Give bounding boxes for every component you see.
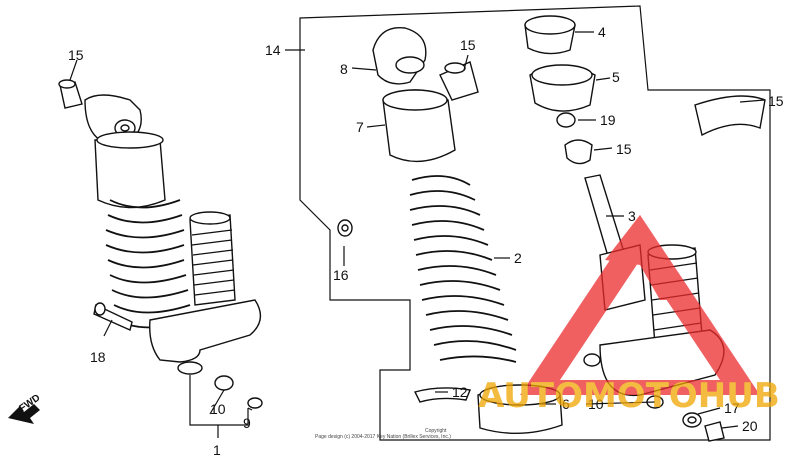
callout-17: 17 xyxy=(724,400,740,416)
leader-lines xyxy=(69,31,766,438)
callout-4: 4 xyxy=(598,24,606,40)
callout-15-center: 15 xyxy=(460,37,476,53)
watermark-triangle-icon xyxy=(520,215,760,395)
copyright-line-2: Page design (c) 2004-2017 Key Nation (Br… xyxy=(315,434,451,440)
callout-14: 15 xyxy=(768,93,784,109)
callout-labels: 15 14 15 8 7 4 5 19 15 15 3 2 16 18 10 9… xyxy=(68,24,784,458)
assembly-outline xyxy=(299,5,771,441)
watermark-letter-a-icon xyxy=(605,215,690,300)
callout-1: 1 xyxy=(213,442,221,458)
callout-2: 2 xyxy=(514,250,522,266)
center-parts xyxy=(337,26,563,434)
callout-9: 9 xyxy=(243,415,251,431)
callout-15-left: 15 xyxy=(68,47,84,63)
shock-absorber-assembly xyxy=(58,79,263,409)
callout-7: 7 xyxy=(356,119,364,135)
callout-19: 19 xyxy=(600,112,616,128)
watermark-text: AUTOMOTOHUB xyxy=(478,376,780,416)
callout-13: 15 xyxy=(616,141,632,157)
callout-10-right: 10 xyxy=(588,396,604,412)
fwd-arrow-icon: FWD xyxy=(8,392,42,424)
callout-8: 8 xyxy=(340,61,348,77)
callout-18: 18 xyxy=(90,349,106,365)
callout-12: 14 xyxy=(265,42,281,58)
copyright-line-1: Copyright xyxy=(425,428,447,434)
automotohub-watermark: AUTOMOTOHUB xyxy=(478,215,780,416)
callout-20: 20 xyxy=(742,418,758,434)
callout-10-left: 10 xyxy=(210,401,226,417)
callout-3: 3 xyxy=(628,208,636,224)
callout-16: 16 xyxy=(333,267,349,283)
callout-6: 6 xyxy=(562,396,570,412)
callout-11: 12 xyxy=(452,384,468,400)
callout-5: 5 xyxy=(612,69,620,85)
